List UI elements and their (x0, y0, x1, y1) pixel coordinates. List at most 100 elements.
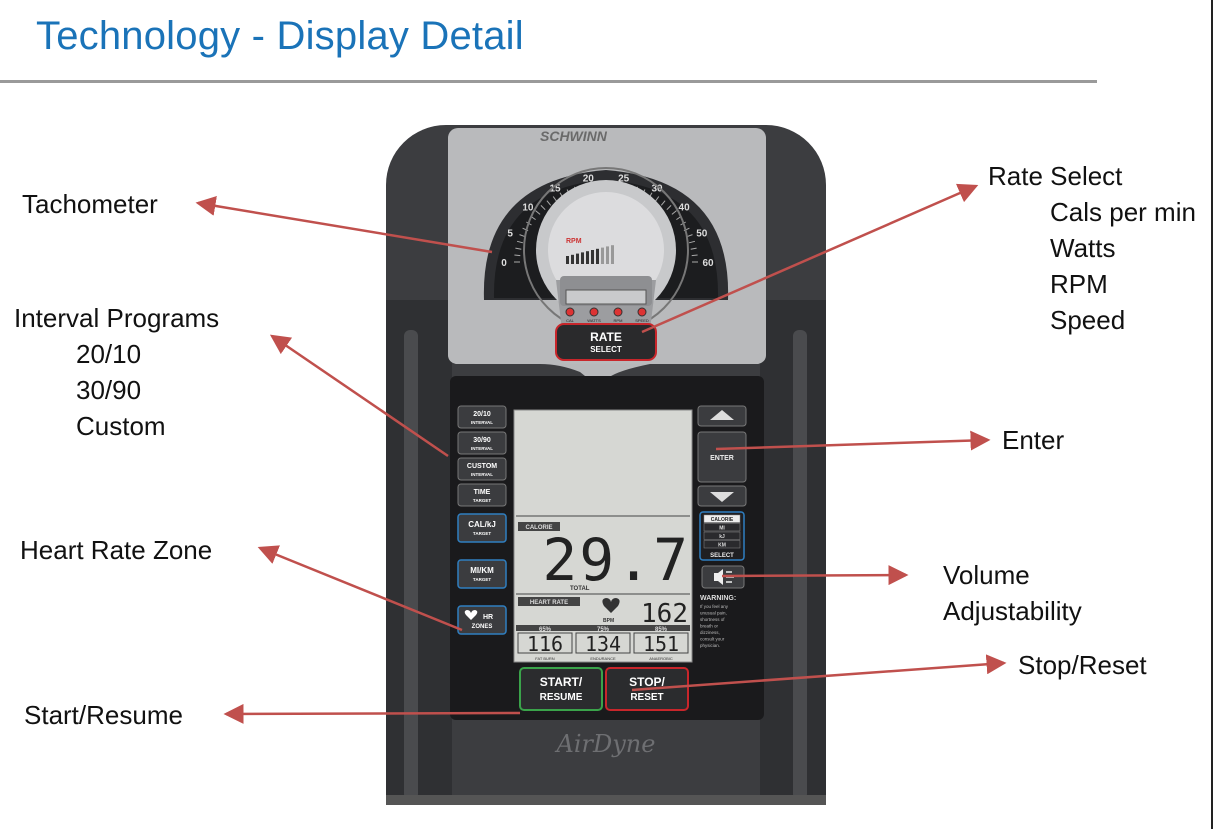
title-divider (0, 80, 1097, 83)
unit-option: KM (718, 543, 726, 549)
zone-percent: 65% (539, 627, 552, 633)
warning-line: shortness of (700, 617, 725, 622)
unit-option: kJ (719, 534, 725, 540)
program-button-line1: 30/90 (473, 437, 491, 444)
rate-indicator-dot (565, 307, 575, 317)
gauge-scale-label: 15 (549, 184, 561, 195)
zone-value: 151 (643, 632, 679, 656)
warning-line: If you feel any (700, 604, 729, 609)
volume-line2: Adjustability (943, 596, 1082, 626)
label-start-resume: Start/Resume (24, 700, 183, 730)
rate-indicator-dot (589, 307, 599, 317)
zone-name: ANAEROBIC (649, 656, 673, 661)
start-line2: RESUME (540, 692, 583, 703)
unit-option-box (703, 514, 741, 523)
rate-readout (565, 289, 647, 305)
rate-item-speed: Speed (1050, 305, 1126, 335)
gauge-bar (606, 246, 609, 264)
lcd-main-value: 29.7 (542, 526, 690, 594)
stop-line2: RESET (630, 692, 663, 703)
interval-item-30-90: 30/90 (76, 375, 142, 405)
gauge-tick (516, 240, 524, 244)
program-button-0[interactable] (457, 405, 507, 429)
speaker-icon (714, 569, 723, 585)
svg-text:HEART RATE: HEART RATE (530, 600, 568, 606)
gauge-bar (596, 248, 599, 264)
program-button-2[interactable] (457, 457, 507, 481)
gauge-bar (566, 256, 569, 264)
warning-line: consult your (700, 637, 725, 642)
unit-select-label: SELECT (710, 553, 734, 559)
unit-option-box (703, 540, 741, 549)
warning-line: breath or (700, 624, 719, 629)
volume-line1: Volume (943, 560, 1030, 590)
rate-select-line2: SELECT (590, 345, 622, 354)
program-button-1[interactable] (457, 431, 507, 455)
label-rate-select: Rate Select Cals per min Watts RPM Speed (988, 158, 1211, 338)
warning-title: WARNING: (700, 595, 736, 602)
left-button-column: 20/10INTERVAL30/90INTERVALCUSTOMINTERVAL… (457, 405, 507, 635)
program-button-line2: ZONES (472, 624, 493, 630)
program-button-line2: INTERVAL (471, 420, 493, 425)
rate-select-heading: Rate Select (988, 161, 1123, 191)
warning-line: dizziness, (700, 630, 720, 635)
rate-indicator-label: RPM (614, 318, 623, 323)
interval-item-custom: Custom (76, 411, 166, 441)
right-edge-line (1211, 0, 1213, 829)
zone-percent: 85% (655, 627, 668, 633)
console-left-rail (386, 300, 452, 805)
rate-indicator-label: WATTS (587, 318, 601, 323)
gauge-scale-label: 5 (507, 229, 513, 240)
gauge-scale-label: 0 (501, 258, 507, 269)
gauge-scale-label: 40 (679, 203, 691, 214)
stop-line1: STOP/ (629, 675, 665, 689)
zone-value: 116 (527, 632, 563, 656)
zone-percent: 75% (597, 627, 610, 633)
rate-indicator-dot (637, 307, 647, 317)
gauge-bar (576, 253, 579, 264)
gauge-tick (535, 210, 541, 215)
start-line1: START/ (540, 675, 583, 689)
rate-item-rpm: RPM (1050, 269, 1108, 299)
rate-select-button[interactable] (555, 323, 657, 361)
unit-option-box (703, 531, 741, 540)
heart-icon (602, 598, 620, 613)
program-button-line2: INTERVAL (471, 446, 493, 451)
program-button-line2: TARGET (473, 498, 491, 503)
zone-cell (575, 632, 631, 654)
lcd-calorie-tag (518, 522, 560, 531)
rate-item-watts: Watts (1050, 233, 1116, 263)
svg-text:CALORIE: CALORIE (526, 525, 553, 531)
warning-line: physician. (700, 643, 720, 648)
down-arrow-icon (710, 492, 734, 502)
interval-programs-heading: Interval Programs (14, 303, 220, 333)
label-enter: Enter (1002, 425, 1065, 455)
rate-indicator-label: SPEED (635, 318, 649, 323)
zone-name: ENDURANCE (590, 656, 616, 661)
program-button-line1: CUSTOM (467, 463, 497, 470)
rate-select-line1: RATE (590, 330, 622, 344)
program-button-line1: 20/10 (473, 411, 491, 418)
start-resume-button[interactable] (519, 667, 603, 711)
rate-item-cals: Cals per min (1050, 197, 1196, 227)
label-interval-programs: Interval Programs 20/10 30/90 Custom (14, 300, 219, 444)
unit-option: CALORIE (711, 517, 734, 523)
unit-option-box (703, 523, 741, 532)
program-button-line2: INTERVAL (471, 472, 493, 477)
program-button-line1: CAL/kJ (468, 520, 496, 529)
program-button-3[interactable] (457, 483, 507, 507)
gauge-rpm-text: RPM (566, 238, 582, 245)
up-arrow-icon (710, 410, 734, 420)
program-button-4[interactable] (457, 513, 507, 543)
gauge-scale-label: 25 (618, 173, 630, 184)
gauge-scale-label: 10 (522, 203, 534, 214)
zone-cell (633, 632, 689, 654)
gauge-bar (571, 254, 574, 264)
label-tachometer: Tachometer (22, 189, 158, 219)
gauge-bar (611, 245, 614, 264)
lcd-bpm-value: 162 (641, 599, 688, 629)
unit-option: MI (719, 526, 725, 532)
lcd-display (513, 409, 693, 663)
program-button-line1: HR (483, 614, 493, 621)
